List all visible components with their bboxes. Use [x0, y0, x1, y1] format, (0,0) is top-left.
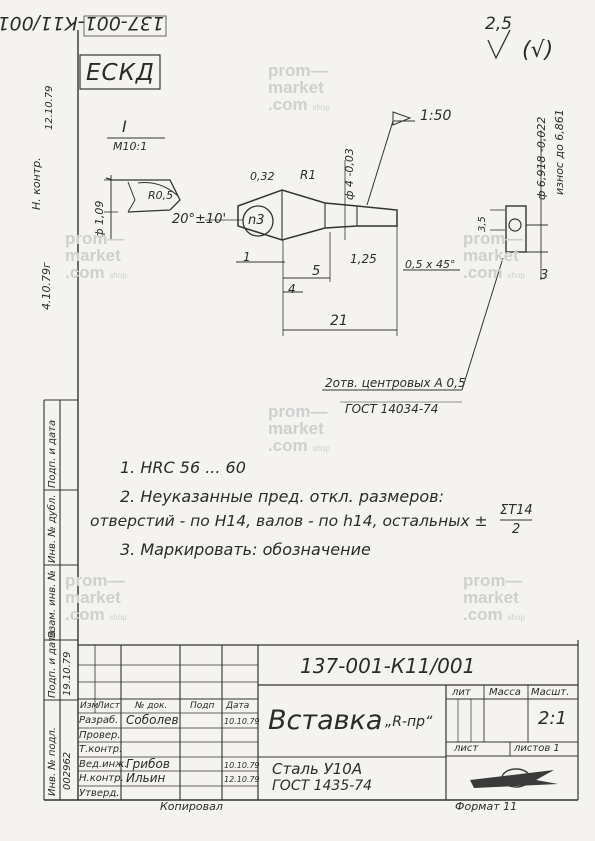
dim-032: 0,32 [250, 170, 275, 183]
row-name-0: Соболев [126, 713, 179, 727]
centre-holes-note: 2отв. центровых А 0,5 [325, 376, 466, 390]
view-label: I [122, 117, 127, 136]
list-label: лист [454, 743, 479, 754]
eskd-label: ЕСКД [86, 60, 155, 86]
dim-d4: ф 4 -0,03 [343, 148, 356, 200]
scale-value: 2:1 [538, 708, 567, 729]
dim-r05: R0,5 [148, 189, 174, 202]
side-podp-data-2: Подп. и дата [47, 629, 58, 698]
hdr-podp: Подп [190, 701, 215, 711]
roughness-value: 2,5 [485, 14, 513, 34]
dim-3: 3 [540, 268, 549, 283]
row-role-4: Н.контр. [79, 773, 124, 784]
masht-label: Масшт. [531, 687, 570, 698]
lit-label: лит [452, 687, 471, 698]
hdr-list: Лист [97, 701, 120, 711]
dim-angle: 20°±10' [172, 212, 227, 227]
dim-chamfer: 0,5 x 45° [405, 258, 456, 271]
side-inv-value: 002962 [62, 751, 73, 790]
dim-d6918: ф 6,918 -0,022 [535, 116, 548, 200]
hdr-data: Дата [226, 701, 250, 711]
top-stamp: 137-001-К11/001 [0, 12, 164, 34]
dim-r1: R1 [300, 168, 316, 182]
centre-holes-std: ГОСТ 14034-74 [345, 402, 439, 416]
row-role-3: Вед.инж. [79, 759, 128, 770]
dim-n3: n3 [248, 213, 265, 228]
hdr-doc: № док. [135, 701, 168, 711]
view-scale: М10:1 [113, 140, 148, 153]
row-date-4: 12.10.79 [224, 775, 260, 784]
row-role-5: Утверд. [79, 788, 120, 799]
watermark-6: prom—market.com shop [463, 571, 525, 624]
dim-21: 21 [330, 313, 348, 329]
note-2-cont: отверстий - по Н14, валов - по h14, оста… [90, 512, 488, 530]
it-numerator: ΣТ14 [500, 503, 533, 518]
hdr-izm: Изм [80, 701, 99, 711]
watermark-1: prom—market.com shop [268, 61, 330, 114]
row-role-1: Провер. [79, 730, 121, 741]
margin-date-top: 12.10.79 [44, 85, 55, 130]
designation: 137-001-К11/001 [300, 654, 476, 678]
organisation-logo [470, 768, 558, 788]
dim-taper: 1:50 [420, 108, 452, 124]
row-name-3: Грибов [126, 757, 170, 771]
dim-125: 1,25 [350, 252, 377, 266]
side-inv-dubl: Инв. № дубл. [47, 494, 58, 563]
it-denominator: 2 [512, 522, 521, 537]
dim-4: 4 [288, 282, 296, 296]
watermark-4: prom—market.com shop [268, 402, 330, 455]
part-name-sub: „R-пр“ [385, 714, 433, 730]
listov-label: листов 1 [514, 743, 560, 754]
note-2: 2. Неуказанные пред. откл. размеров: [120, 487, 444, 506]
note-1: 1. HRC 56 ... 60 [120, 458, 246, 477]
dim-wear: износ до 6,861 [553, 109, 566, 195]
row-name-4: Ильин [126, 771, 166, 785]
watermark-2: prom—market.com shop [65, 229, 127, 282]
material-line-1: Сталь У10А [272, 760, 363, 778]
margin-date-mid: 4.10.79г [40, 262, 53, 310]
row-role-0: Разраб. [79, 715, 119, 726]
side-inv-podl: Инв. № подл. [47, 727, 58, 796]
dim-1: 1 [243, 250, 251, 264]
row-date-3: 10.10.79 [224, 761, 260, 770]
row-date-0: 10.10.79 [224, 717, 260, 726]
side-vzam-inv: Взам. инв. № [47, 570, 58, 638]
watermark-3: prom—market.com shop [463, 229, 525, 282]
footer-kopiroval: Копировал [160, 800, 223, 813]
roughness-bracket: (√) [522, 38, 554, 63]
dim-5: 5 [312, 264, 321, 279]
margin-n-kontr: Н. контр. [30, 157, 43, 210]
footer-format: Формат 11 [455, 800, 518, 813]
side-date-value: 19.10.79 [62, 651, 73, 696]
material-line-2: ГОСТ 1435-74 [272, 778, 373, 794]
watermark-5: prom—market.com shop [65, 571, 127, 624]
note-3: 3. Маркировать: обозначение [120, 540, 371, 559]
massa-label: Масса [489, 687, 521, 698]
row-role-2: Т.контр. [79, 744, 123, 755]
part-name: Вставка [268, 705, 383, 736]
side-podp-data-1: Подп. и дата [47, 419, 58, 488]
